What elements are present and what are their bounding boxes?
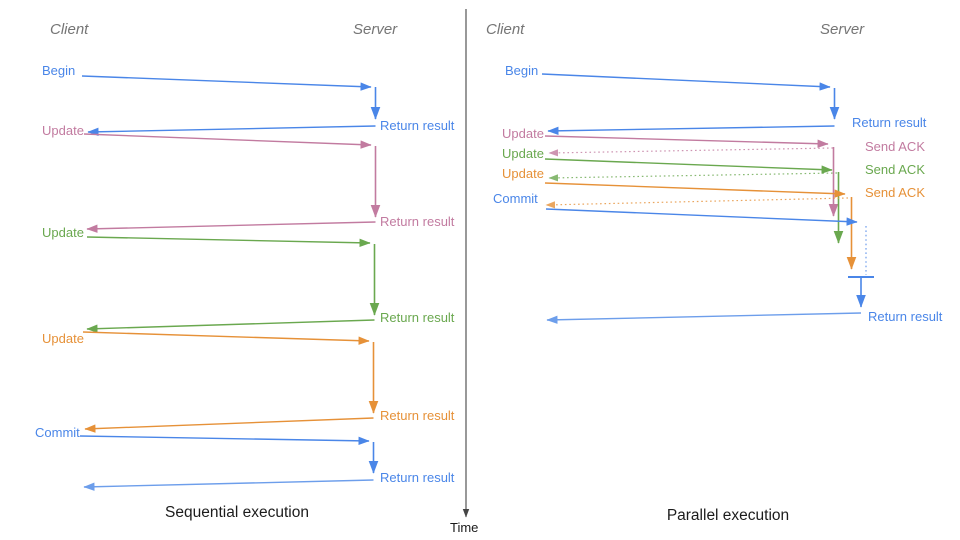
par-update3-label: Update [502,166,544,181]
seq-begin-request-arrow [81,75,372,91]
seq-update3-return-label: Return result [380,408,455,423]
par-begin-request-arrow [541,73,831,91]
par-commit-label: Commit [493,191,538,206]
seq-update2-request-arrow [86,236,371,247]
par-update2-request-arrow [544,158,833,174]
time-axis-label: Time [450,520,479,535]
par-update2-ack-label: Send ACK [865,162,925,177]
par-begin-return-label: Return result [852,115,927,130]
seq-commit-return-label: Return result [380,470,455,485]
seq-commit-return-arrow [83,479,374,491]
par-server-header: Server [820,21,865,38]
seq-update2-return-arrow [86,319,375,333]
par-begin-label: Begin [505,63,539,78]
par-update3-ack-dotted-arrow [545,197,849,209]
seq-update2-label: Update [42,225,84,240]
par-update1-label: Update [502,126,544,141]
seq-server-header: Server [353,21,398,38]
seq-commit-request-arrow [79,435,370,446]
par-update1-ack-label: Send ACK [865,139,925,154]
seq-update1-return-label: Return result [380,214,455,229]
par-commit-return-arrow [546,312,862,324]
sequential-execution-caption: Sequential execution [165,504,309,521]
seq-update3-return-arrow [84,417,374,433]
parallel-arrows [541,73,874,324]
seq-update1-request-arrow [83,133,372,149]
par-update1-ack-dotted-arrow [548,147,834,157]
par-update3-ack-label: Send ACK [865,185,925,200]
seq-update3-request-arrow [82,331,370,345]
parallel-execution-caption: Parallel execution [666,507,790,524]
seq-begin-return-label: Return result [380,118,455,133]
par-commit-return-label: Return result [868,309,943,324]
par-client-header: Client [486,21,525,38]
seq-begin-label: Begin [42,63,76,78]
par-update2-label: Update [502,146,544,161]
seq-client-header: Client [50,21,89,38]
sequential-arrows [79,75,381,491]
par-commit-request-arrow [545,208,858,226]
seq-update2-return-label: Return result [380,310,455,325]
par-update3-request-arrow [544,182,846,198]
seq-update3-label: Update [42,331,84,346]
seq-update1-return-arrow [86,221,376,233]
seq-update1-label: Update [42,123,84,138]
seq-commit-label: Commit [35,425,80,440]
par-update1-request-arrow [544,135,829,148]
par-begin-return-arrow [547,125,835,136]
seq-begin-return-arrow [87,125,376,136]
par-update2-ack-dotted-arrow [548,172,838,182]
